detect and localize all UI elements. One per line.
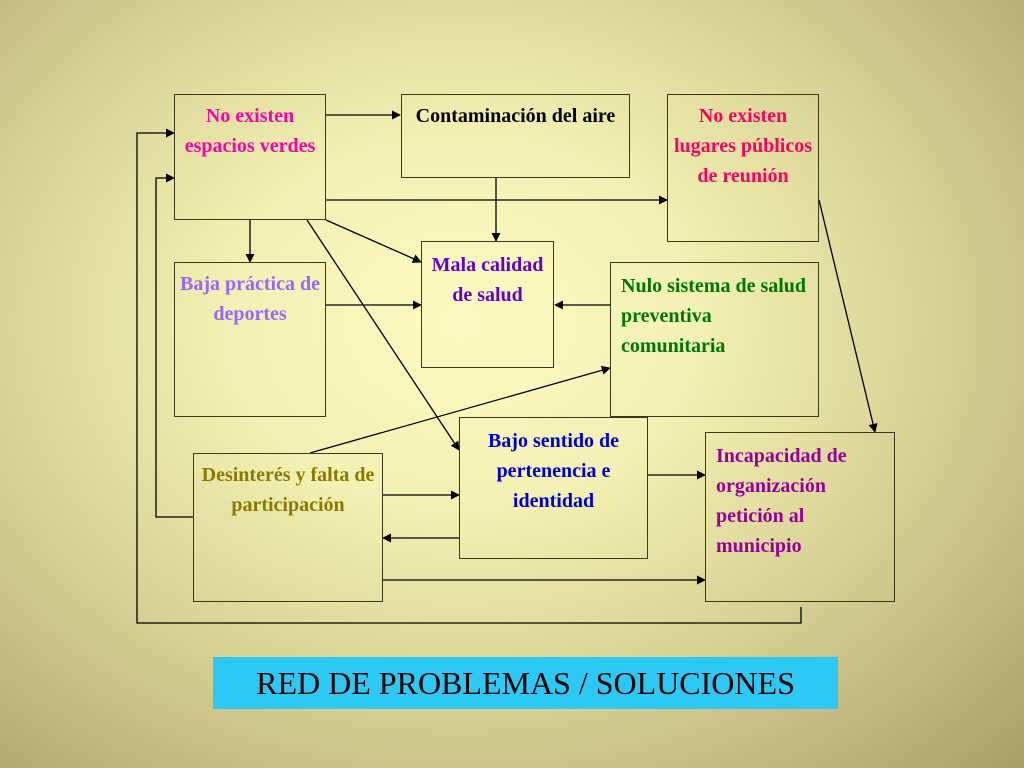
node-label: Incapacidad de organización petición al …	[716, 445, 847, 557]
node-label: No existen espacios verdes	[184, 105, 316, 157]
edge-espacios-to-bajo-sentido	[306, 219, 460, 451]
node-incapacidad: Incapacidad de organización petición al …	[705, 432, 895, 602]
node-nulo-sistema-salud: Nulo sistema de salud preventiva comunit…	[610, 262, 819, 417]
diagram-title: RED DE PROBLEMAS / SOLUCIONES	[213, 657, 838, 709]
node-label: Baja práctica de deportes	[180, 273, 320, 325]
node-label: Nulo sistema de salud preventiva comunit…	[621, 275, 807, 357]
node-no-espacios-verdes: No existen espacios verdes	[174, 94, 326, 220]
node-bajo-sentido: Bajo sentido de pertenencia e identidad	[459, 417, 648, 559]
node-label: Desinterés y falta de participación	[201, 464, 375, 516]
node-label: Contaminación del aire	[415, 105, 616, 127]
node-mala-calidad-salud: Mala calidad de salud	[421, 241, 554, 368]
node-label: No existen lugares públicos de reunión	[674, 105, 812, 187]
node-contaminacion: Contaminación del aire	[401, 94, 630, 178]
node-no-lugares-publicos: No existen lugares públicos de reunión	[667, 94, 819, 242]
edge-desinteres-to-nulo-sistema	[309, 365, 611, 454]
node-label: Mala calidad de salud	[431, 254, 544, 306]
node-desinteres: Desinterés y falta de participación	[193, 453, 383, 602]
edge-desinteres-to-espacios	[155, 173, 193, 518]
node-baja-practica: Baja práctica de deportes	[174, 262, 326, 417]
edge-incapacidad-to-espacios	[136, 128, 802, 624]
edge-lugares-to-incapacidad	[818, 199, 878, 433]
edge-espacios-to-mala-calidad	[325, 219, 422, 263]
node-label: Bajo sentido de pertenencia e identidad	[487, 430, 620, 512]
